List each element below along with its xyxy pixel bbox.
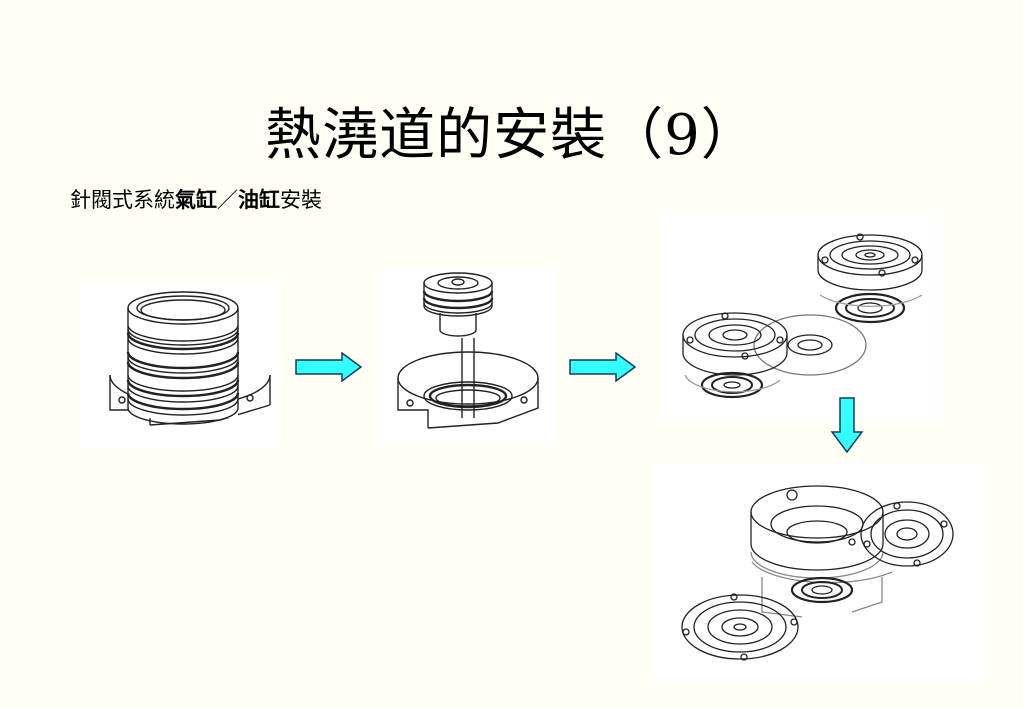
slide-title: 熱澆道的安裝（9） <box>265 103 758 168</box>
cylinder-seal-rings-icon <box>109 291 271 426</box>
right-arrow-icon <box>295 352 363 382</box>
down-arrow-icon <box>830 397 864 454</box>
right-arrow-icon <box>569 352 637 382</box>
figure-cylinder-seal-rings <box>80 280 280 448</box>
figure-piston-insertion <box>378 268 556 446</box>
figure-cylinder-assembly-exploded <box>652 462 986 684</box>
figure-cylinder-cover-exploded <box>660 210 942 422</box>
subtitle-text-3: ／ <box>217 188 238 212</box>
cylinder-assembly-exploded-icon <box>681 485 954 661</box>
piston-insertion-icon <box>397 272 539 429</box>
subtitle-text-1: 針閥式系統 <box>70 188 175 212</box>
subtitle-text-4: 油缸 <box>238 188 280 212</box>
cylinder-cover-exploded-icon <box>682 233 923 399</box>
slide-subtitle: 針閥式系統氣缸／油缸安裝 <box>70 184 322 214</box>
subtitle-text-2: 氣缸 <box>175 188 217 212</box>
subtitle-text-5: 安裝 <box>280 188 322 212</box>
